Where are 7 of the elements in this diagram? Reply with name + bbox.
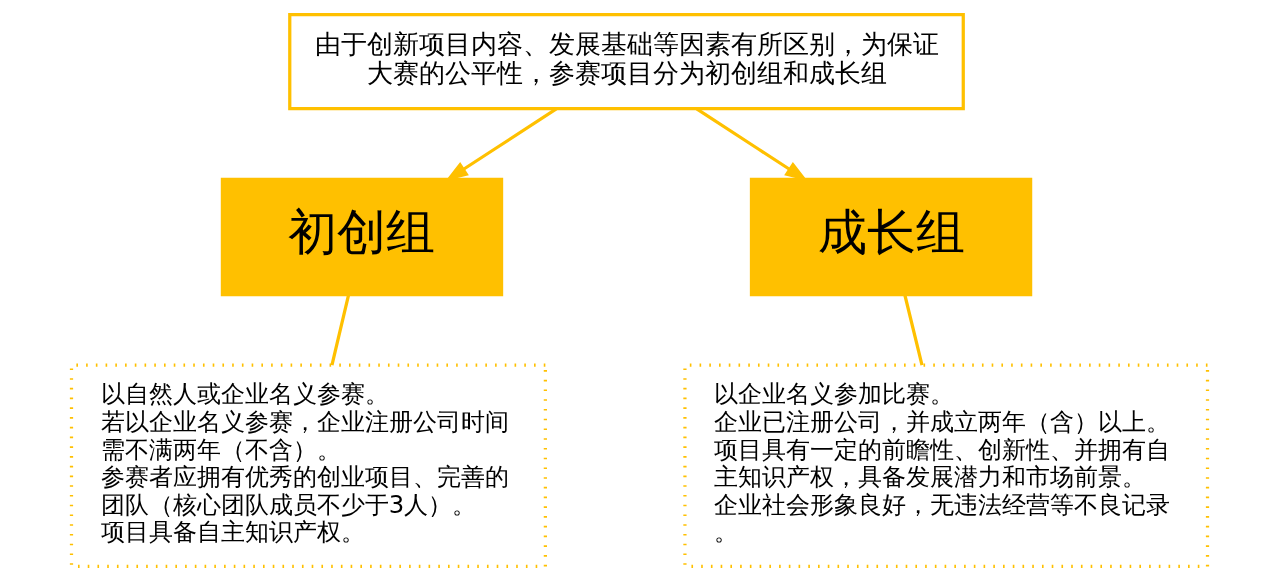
connector (902, 295, 924, 366)
node-box: 由于创新项目内容、发展基础等因素有所区别，为保证大赛的公平性，参赛项目分为初创组和成长组 (287, 13, 965, 111)
node-box: 以企业名义参加比赛。 企业已注册公司，并成立两年（含）以上。 项目具有一定的前瞻性、创新性、并拥有自主知识产权，具备发展潜力和市场前景。 企业社会形象良好，无违法经营等不良记录。 (682, 363, 1209, 568)
node-box: 以自然人或企业名义参赛。 若以企业名义参赛，企业注册公司时间需不满两年（不含）。 参赛者应拥有优秀的创业项目、完善的团队（核心团队成员不少于3人）。 项目具备自主知识产权。 (69, 363, 547, 568)
node-box: 成长组 (749, 177, 1032, 297)
connector (329, 295, 350, 366)
node-box: 初创组 (220, 177, 503, 297)
